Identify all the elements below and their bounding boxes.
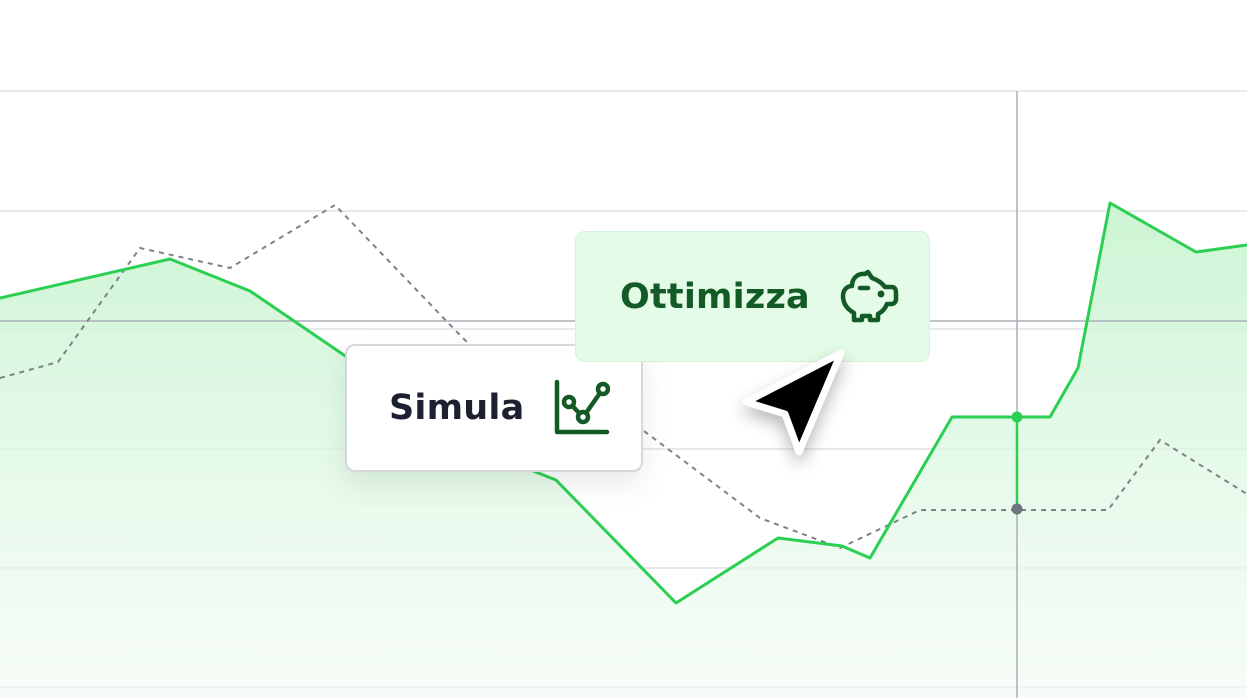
piggy-bank-icon [838, 268, 900, 326]
area-fill [0, 203, 1247, 698]
ottimizza-button[interactable]: Ottimizza [575, 231, 930, 362]
solid-series-marker [1011, 411, 1023, 423]
pointer-arrow-icon [742, 349, 845, 456]
solid-series-line [0, 201, 1247, 605]
simula-button-label: Simula [389, 388, 525, 428]
chart-scatter-icon [552, 379, 611, 437]
simula-button[interactable]: Simula [345, 344, 643, 472]
ottimizza-button-label: Ottimizza [620, 276, 810, 317]
dashed-series-marker [1011, 503, 1023, 515]
